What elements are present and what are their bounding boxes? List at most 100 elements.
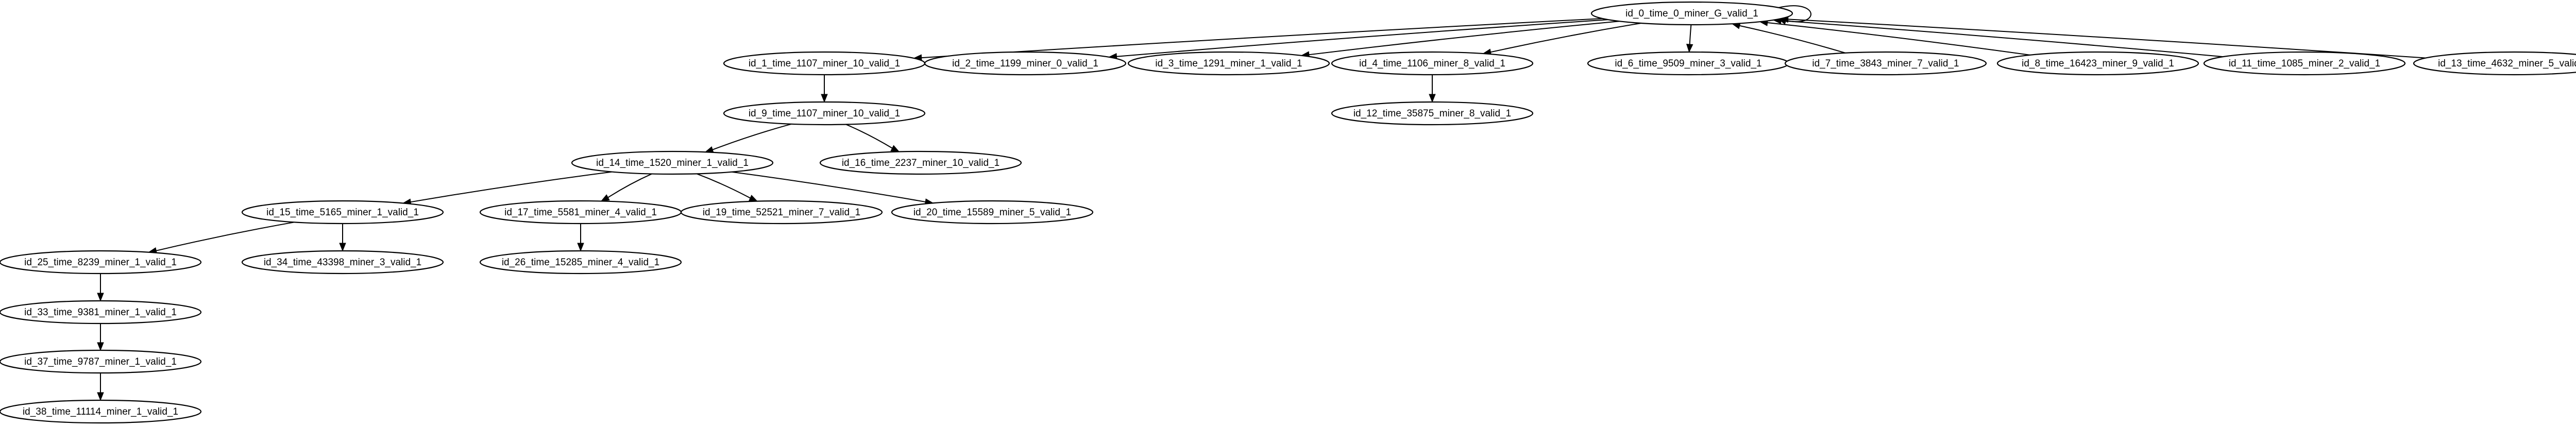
edge-line	[921, 18, 1603, 59]
graph-node: id_20_time_15589_miner_5_valid_1	[891, 200, 1094, 225]
graph-node: id_17_time_5581_miner_4_valid_1	[479, 200, 682, 225]
node-ellipse	[241, 200, 444, 225]
graph-node: id_37_time_9787_miner_1_valid_1	[0, 349, 202, 374]
node-ellipse	[1996, 51, 2199, 76]
graph-node: id_0_time_0_miner_G_valid_1	[1590, 1, 1793, 26]
edge-line	[1781, 20, 2224, 58]
graph-node: id_12_time_35875_miner_8_valid_1	[1331, 101, 1534, 126]
node-label: id_9_time_1107_miner_10_valid_1	[749, 108, 900, 119]
graph-node: id_13_time_4632_miner_5_valid_1	[2413, 51, 2576, 76]
node-ellipse	[479, 250, 682, 275]
edge-line	[1490, 22, 1641, 53]
node-label: id_26_time_15285_miner_4_valid_1	[502, 257, 659, 268]
node-ellipse	[0, 399, 202, 424]
edge-n15-to-n25	[148, 221, 295, 254]
edge-n15-to-n34	[339, 224, 346, 252]
node-ellipse	[1331, 51, 1534, 76]
node-ellipse	[1127, 51, 1330, 76]
edge-n7-to-n0	[1731, 22, 1846, 54]
node-ellipse	[571, 150, 774, 175]
graph-node: id_14_time_1520_miner_1_valid_1	[571, 150, 774, 175]
edge-arrowhead	[339, 243, 346, 252]
edge-line	[410, 171, 612, 203]
node-label: id_33_time_9381_miner_1_valid_1	[24, 307, 177, 318]
node-ellipse	[680, 200, 883, 225]
edge-line	[1309, 21, 1620, 56]
edge-n14-to-n15	[402, 171, 612, 206]
edge-line	[1767, 22, 2030, 56]
node-label: id_25_time_8239_miner_1_valid_1	[24, 257, 177, 268]
graph-node: id_34_time_43398_miner_3_valid_1	[241, 250, 444, 275]
edge-line	[845, 124, 893, 149]
node-label: id_19_time_52521_miner_7_valid_1	[703, 207, 860, 218]
node-ellipse	[1331, 101, 1534, 126]
node-label: id_1_time_1107_miner_10_valid_1	[749, 58, 900, 69]
node-label: id_37_time_9787_miner_1_valid_1	[24, 356, 177, 367]
edge-arrowhead	[577, 243, 584, 252]
edge-n17-to-n26	[577, 224, 584, 252]
node-ellipse	[1590, 1, 1793, 26]
node-ellipse	[0, 300, 202, 325]
node-ellipse	[924, 51, 1127, 76]
edge-n9-to-n14	[704, 123, 792, 153]
node-ellipse	[2203, 51, 2406, 76]
node-label: id_38_time_11114_miner_1_valid_1	[23, 406, 178, 417]
node-label: id_3_time_1291_miner_1_valid_1	[1155, 58, 1302, 69]
node-ellipse	[0, 349, 202, 374]
node-label: id_8_time_16423_miner_9_valid_1	[2022, 58, 2174, 69]
edge-n0-to-n4	[1482, 22, 1641, 56]
edge-n14-to-n20	[731, 171, 934, 206]
node-label: id_16_time_2237_miner_10_valid_1	[842, 158, 999, 168]
node-label: id_11_time_1085_miner_2_valid_1	[2229, 58, 2380, 69]
edge-n14-to-n19	[696, 173, 758, 202]
node-label: id_13_time_4632_miner_5_valid_1	[2438, 58, 2576, 69]
node-label: id_6_time_9509_miner_3_valid_1	[1615, 58, 1761, 69]
graph-node: id_11_time_1085_miner_2_valid_1	[2203, 51, 2406, 76]
edge-line	[1788, 19, 2426, 59]
edge-n14-to-n17	[600, 173, 652, 202]
edge-arrowhead	[97, 392, 104, 401]
edge-arrowhead	[97, 342, 104, 351]
edge-line	[1739, 25, 1846, 54]
edge-line	[1778, 5, 1811, 23]
graph-node: id_3_time_1291_miner_1_valid_1	[1127, 51, 1330, 76]
edge-line	[607, 173, 652, 198]
node-label: id_7_time_3843_miner_7_valid_1	[1812, 58, 1959, 69]
node-ellipse	[723, 101, 926, 126]
node-ellipse	[2413, 51, 2576, 76]
graph-node: id_15_time_5165_miner_1_valid_1	[241, 200, 444, 225]
edge-line	[731, 171, 926, 202]
graph-node: id_26_time_15285_miner_4_valid_1	[479, 250, 682, 275]
edge-n37-to-n38	[97, 373, 104, 401]
edge-arrowhead	[97, 293, 104, 302]
edge-n33-to-n37	[97, 323, 104, 351]
graph-node: id_25_time_8239_miner_1_valid_1	[0, 250, 202, 275]
edge-line	[712, 123, 792, 150]
edge-line	[1689, 24, 1692, 45]
edge-line	[696, 173, 751, 199]
edge-arrowhead	[748, 195, 758, 202]
edge-arrowhead	[1686, 44, 1693, 53]
edge-n4-to-n12	[1429, 75, 1436, 103]
graph-node: id_9_time_1107_miner_10_valid_1	[723, 101, 926, 126]
node-label: id_34_time_43398_miner_3_valid_1	[264, 257, 421, 268]
node-ellipse	[241, 250, 444, 275]
node-label: id_20_time_15589_miner_5_valid_1	[913, 207, 1071, 218]
edge-arrowhead	[890, 145, 900, 152]
graph-node: id_2_time_1199_miner_0_valid_1	[924, 51, 1127, 76]
edge-arrowhead	[600, 194, 610, 202]
node-label: id_4_time_1106_miner_8_valid_1	[1359, 58, 1505, 69]
edge-n1-to-n9	[821, 75, 828, 103]
node-label: id_0_time_0_miner_G_valid_1	[1625, 8, 1758, 19]
edge-line	[1116, 19, 1608, 57]
edge-line	[156, 221, 295, 251]
node-label: id_12_time_35875_miner_8_valid_1	[1353, 108, 1511, 119]
edge-n9-to-n16	[845, 124, 900, 152]
edge-arrowhead	[821, 94, 828, 103]
node-label: id_14_time_1520_miner_1_valid_1	[596, 158, 749, 168]
node-label: id_2_time_1199_miner_0_valid_1	[952, 58, 1098, 69]
graph-node: id_33_time_9381_miner_1_valid_1	[0, 300, 202, 325]
graph-node: id_16_time_2237_miner_10_valid_1	[819, 150, 1022, 175]
